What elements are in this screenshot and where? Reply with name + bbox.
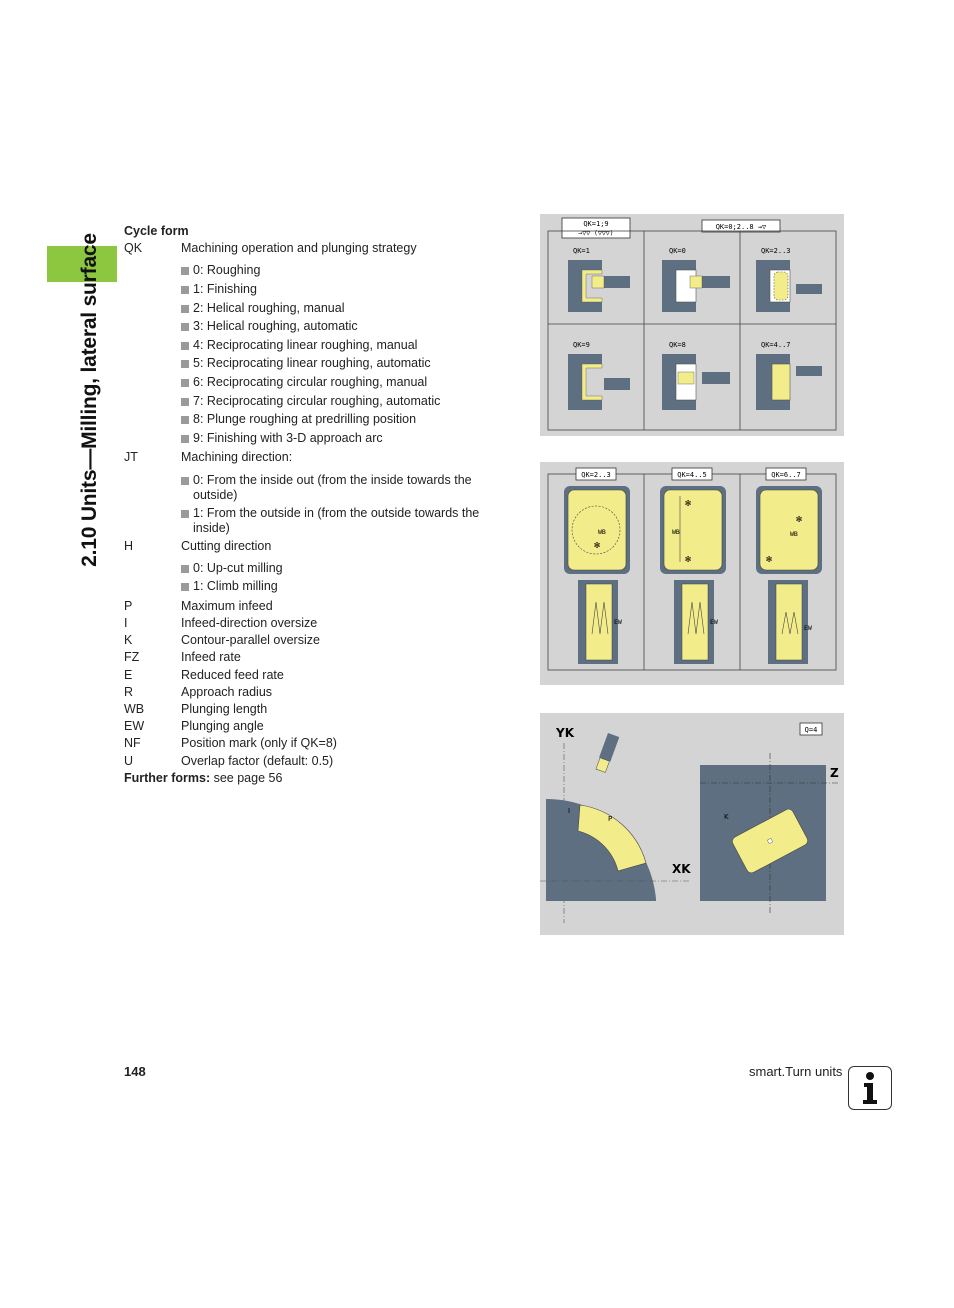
mill-icon: ✻ bbox=[685, 498, 691, 509]
svg-text:EW: EW bbox=[804, 624, 812, 632]
z-axis-label: Z bbox=[830, 766, 839, 780]
yk-axis-label: YK bbox=[555, 726, 575, 740]
bullet-icon bbox=[181, 434, 189, 443]
bullet-icon bbox=[181, 564, 189, 573]
option-item: 9: Finishing with 3-D approach arc bbox=[124, 431, 504, 450]
bullet-icon bbox=[181, 583, 189, 592]
option-item: 3: Helical roughing, automatic bbox=[124, 319, 504, 338]
option-item: 2: Helical roughing, manual bbox=[124, 301, 504, 320]
info-icon bbox=[848, 1066, 892, 1110]
param-row: H Cutting direction bbox=[124, 538, 504, 555]
bullet-icon bbox=[181, 267, 189, 276]
cell-label: QK=9 bbox=[573, 341, 590, 349]
option-item: 1: Finishing bbox=[124, 282, 504, 301]
mill-icon: ✻ bbox=[685, 554, 691, 565]
tag-qk: QK=2..3 bbox=[581, 471, 611, 479]
chapter-title: 2.10 Units—Milling, lateral surface bbox=[78, 233, 101, 567]
bullet-icon bbox=[181, 341, 189, 350]
tag-qk-1-9-sub: →▽▽ (▽▽▽) bbox=[578, 229, 613, 237]
pocket-qk8-icon bbox=[662, 354, 730, 410]
bullet-icon bbox=[181, 476, 189, 485]
option-item: 1: From the outside in (from the outside… bbox=[124, 506, 508, 538]
option-item: 8: Plunge roughing at predrilling positi… bbox=[124, 412, 504, 431]
option-item: 0: From the inside out (from the inside … bbox=[124, 473, 508, 506]
figure-plunging-strategies: QK=2..3 QK=4..5 QK=6..7 WB ✻ WB ✻ ✻ ✻ ✻ … bbox=[540, 462, 844, 685]
pocket-qk9-icon bbox=[568, 354, 630, 410]
param-label: Cutting direction bbox=[181, 538, 272, 553]
param-row: QK Machining operation and plunging stra… bbox=[124, 240, 504, 257]
tag-qk: QK=4..5 bbox=[677, 471, 707, 479]
svg-text:EW: EW bbox=[710, 618, 718, 626]
k-label: K bbox=[724, 813, 729, 821]
option-item: 5: Reciprocating linear roughing, automa… bbox=[124, 356, 504, 375]
page-number: 148 bbox=[124, 1064, 146, 1079]
cell-label: QK=1 bbox=[573, 247, 590, 255]
pocket-qk2-3-icon bbox=[756, 260, 822, 312]
bullet-icon bbox=[181, 416, 189, 425]
wb-label: WB bbox=[790, 530, 798, 538]
tag-qk: QK=6..7 bbox=[771, 471, 801, 479]
chapter-tab bbox=[47, 246, 117, 282]
p-label: P bbox=[608, 815, 612, 823]
further-forms: Further forms: see page 56 bbox=[124, 770, 283, 785]
bullet-icon bbox=[181, 509, 189, 518]
pocket-qk1-icon bbox=[568, 260, 630, 312]
param-key: JT bbox=[124, 450, 138, 465]
bullet-icon bbox=[181, 378, 189, 387]
svg-text:EW: EW bbox=[614, 618, 622, 626]
tag-qk-0-2-8: QK=0;2..8 →▽ bbox=[716, 223, 767, 231]
option-item: 1: Climb milling bbox=[124, 579, 504, 598]
option-item: 0: Roughing bbox=[124, 263, 504, 282]
option-item: 0: Up-cut milling bbox=[124, 561, 504, 580]
param-row: JT Machining direction: bbox=[124, 449, 504, 466]
book-title: smart.Turn units bbox=[749, 1064, 843, 1079]
option-item: 6: Reciprocating circular roughing, manu… bbox=[124, 375, 504, 394]
bullet-icon bbox=[181, 397, 189, 406]
ew-panel: EW bbox=[768, 580, 812, 664]
section-heading: Cycle form bbox=[124, 224, 189, 238]
tag-qk-1-9: QK=1;9 bbox=[583, 220, 608, 228]
cell-label: QK=8 bbox=[669, 341, 686, 349]
param-key: QK bbox=[124, 241, 143, 256]
bullet-icon bbox=[181, 323, 189, 332]
param-label: Machining operation and plunging strateg… bbox=[181, 241, 417, 256]
xk-axis-label: XK bbox=[672, 862, 691, 876]
mill-icon: ✻ bbox=[766, 554, 772, 565]
ew-panel: EW bbox=[578, 580, 622, 664]
parameter-list: Cycle form QK Machining operation and pl… bbox=[124, 223, 504, 787]
ew-panel: EW bbox=[674, 580, 718, 664]
wb-label: WB bbox=[672, 528, 680, 536]
i-label: I bbox=[568, 807, 570, 815]
bullet-icon bbox=[181, 360, 189, 369]
pocket-qk0-icon bbox=[662, 260, 730, 312]
figure-lateral-pocket: Q=4 YK I P XK Z K bbox=[540, 713, 844, 935]
cell-label: QK=2..3 bbox=[761, 247, 791, 255]
bullet-icon bbox=[181, 285, 189, 294]
wb-label: WB bbox=[598, 528, 606, 536]
rect-pocket-icon bbox=[732, 808, 808, 874]
param-label: Machining direction: bbox=[181, 450, 293, 465]
param-key: H bbox=[124, 538, 134, 553]
tag-q: Q=4 bbox=[805, 726, 818, 734]
cell-label: QK=0 bbox=[669, 247, 686, 255]
pocket-qk4-7-icon bbox=[756, 354, 822, 410]
mill-icon: ✻ bbox=[796, 514, 802, 525]
option-item: 4: Reciprocating linear roughing, manual bbox=[124, 338, 504, 357]
bullet-icon bbox=[181, 304, 189, 313]
cell-label: QK=4..7 bbox=[761, 341, 791, 349]
milling-tool-icon bbox=[595, 733, 620, 773]
option-item: 7: Reciprocating circular roughing, auto… bbox=[124, 394, 504, 413]
figure-qk-strategies: QK=1;9 →▽▽ (▽▽▽) QK=0;2..8 →▽ QK=1 QK=0 … bbox=[540, 214, 844, 436]
mill-icon: ✻ bbox=[594, 540, 600, 551]
